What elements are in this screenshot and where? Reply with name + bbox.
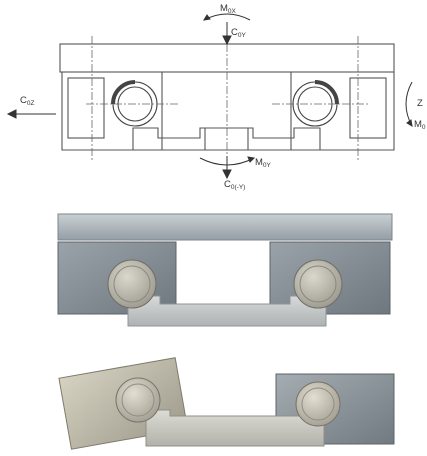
tilted-bearing-photo bbox=[58, 357, 395, 450]
c0-neg-y-arrow bbox=[222, 156, 232, 180]
c0z-arrow bbox=[6, 109, 56, 119]
c0y-arrow bbox=[222, 22, 232, 46]
m0y-moment bbox=[199, 156, 256, 166]
rail-outline bbox=[132, 127, 321, 151]
photo-rail bbox=[127, 295, 327, 327]
m0-label: M0 bbox=[414, 119, 426, 131]
left-block-outline bbox=[61, 72, 163, 151]
m0x-moment bbox=[203, 13, 251, 21]
c0y-label: C0Y bbox=[231, 27, 246, 39]
photo-right-ball bbox=[293, 259, 343, 309]
m0y-label: M0Y bbox=[255, 157, 271, 169]
m0x-label: M0X bbox=[220, 3, 236, 15]
c0z-label: C0Z bbox=[20, 95, 35, 107]
z-label: Z bbox=[417, 98, 423, 109]
technical-drawing bbox=[6, 13, 413, 180]
assembled-bearing-photo bbox=[57, 213, 393, 327]
right-block-outline bbox=[290, 72, 395, 151]
tilted-right-ball bbox=[295, 381, 341, 427]
tilted-left-ball bbox=[115, 377, 161, 423]
photo-top-plate bbox=[57, 213, 393, 241]
mz-moment bbox=[405, 81, 413, 127]
c0-neg-y-label: C0(-Y) bbox=[224, 179, 246, 191]
photo-left-ball bbox=[107, 259, 157, 309]
